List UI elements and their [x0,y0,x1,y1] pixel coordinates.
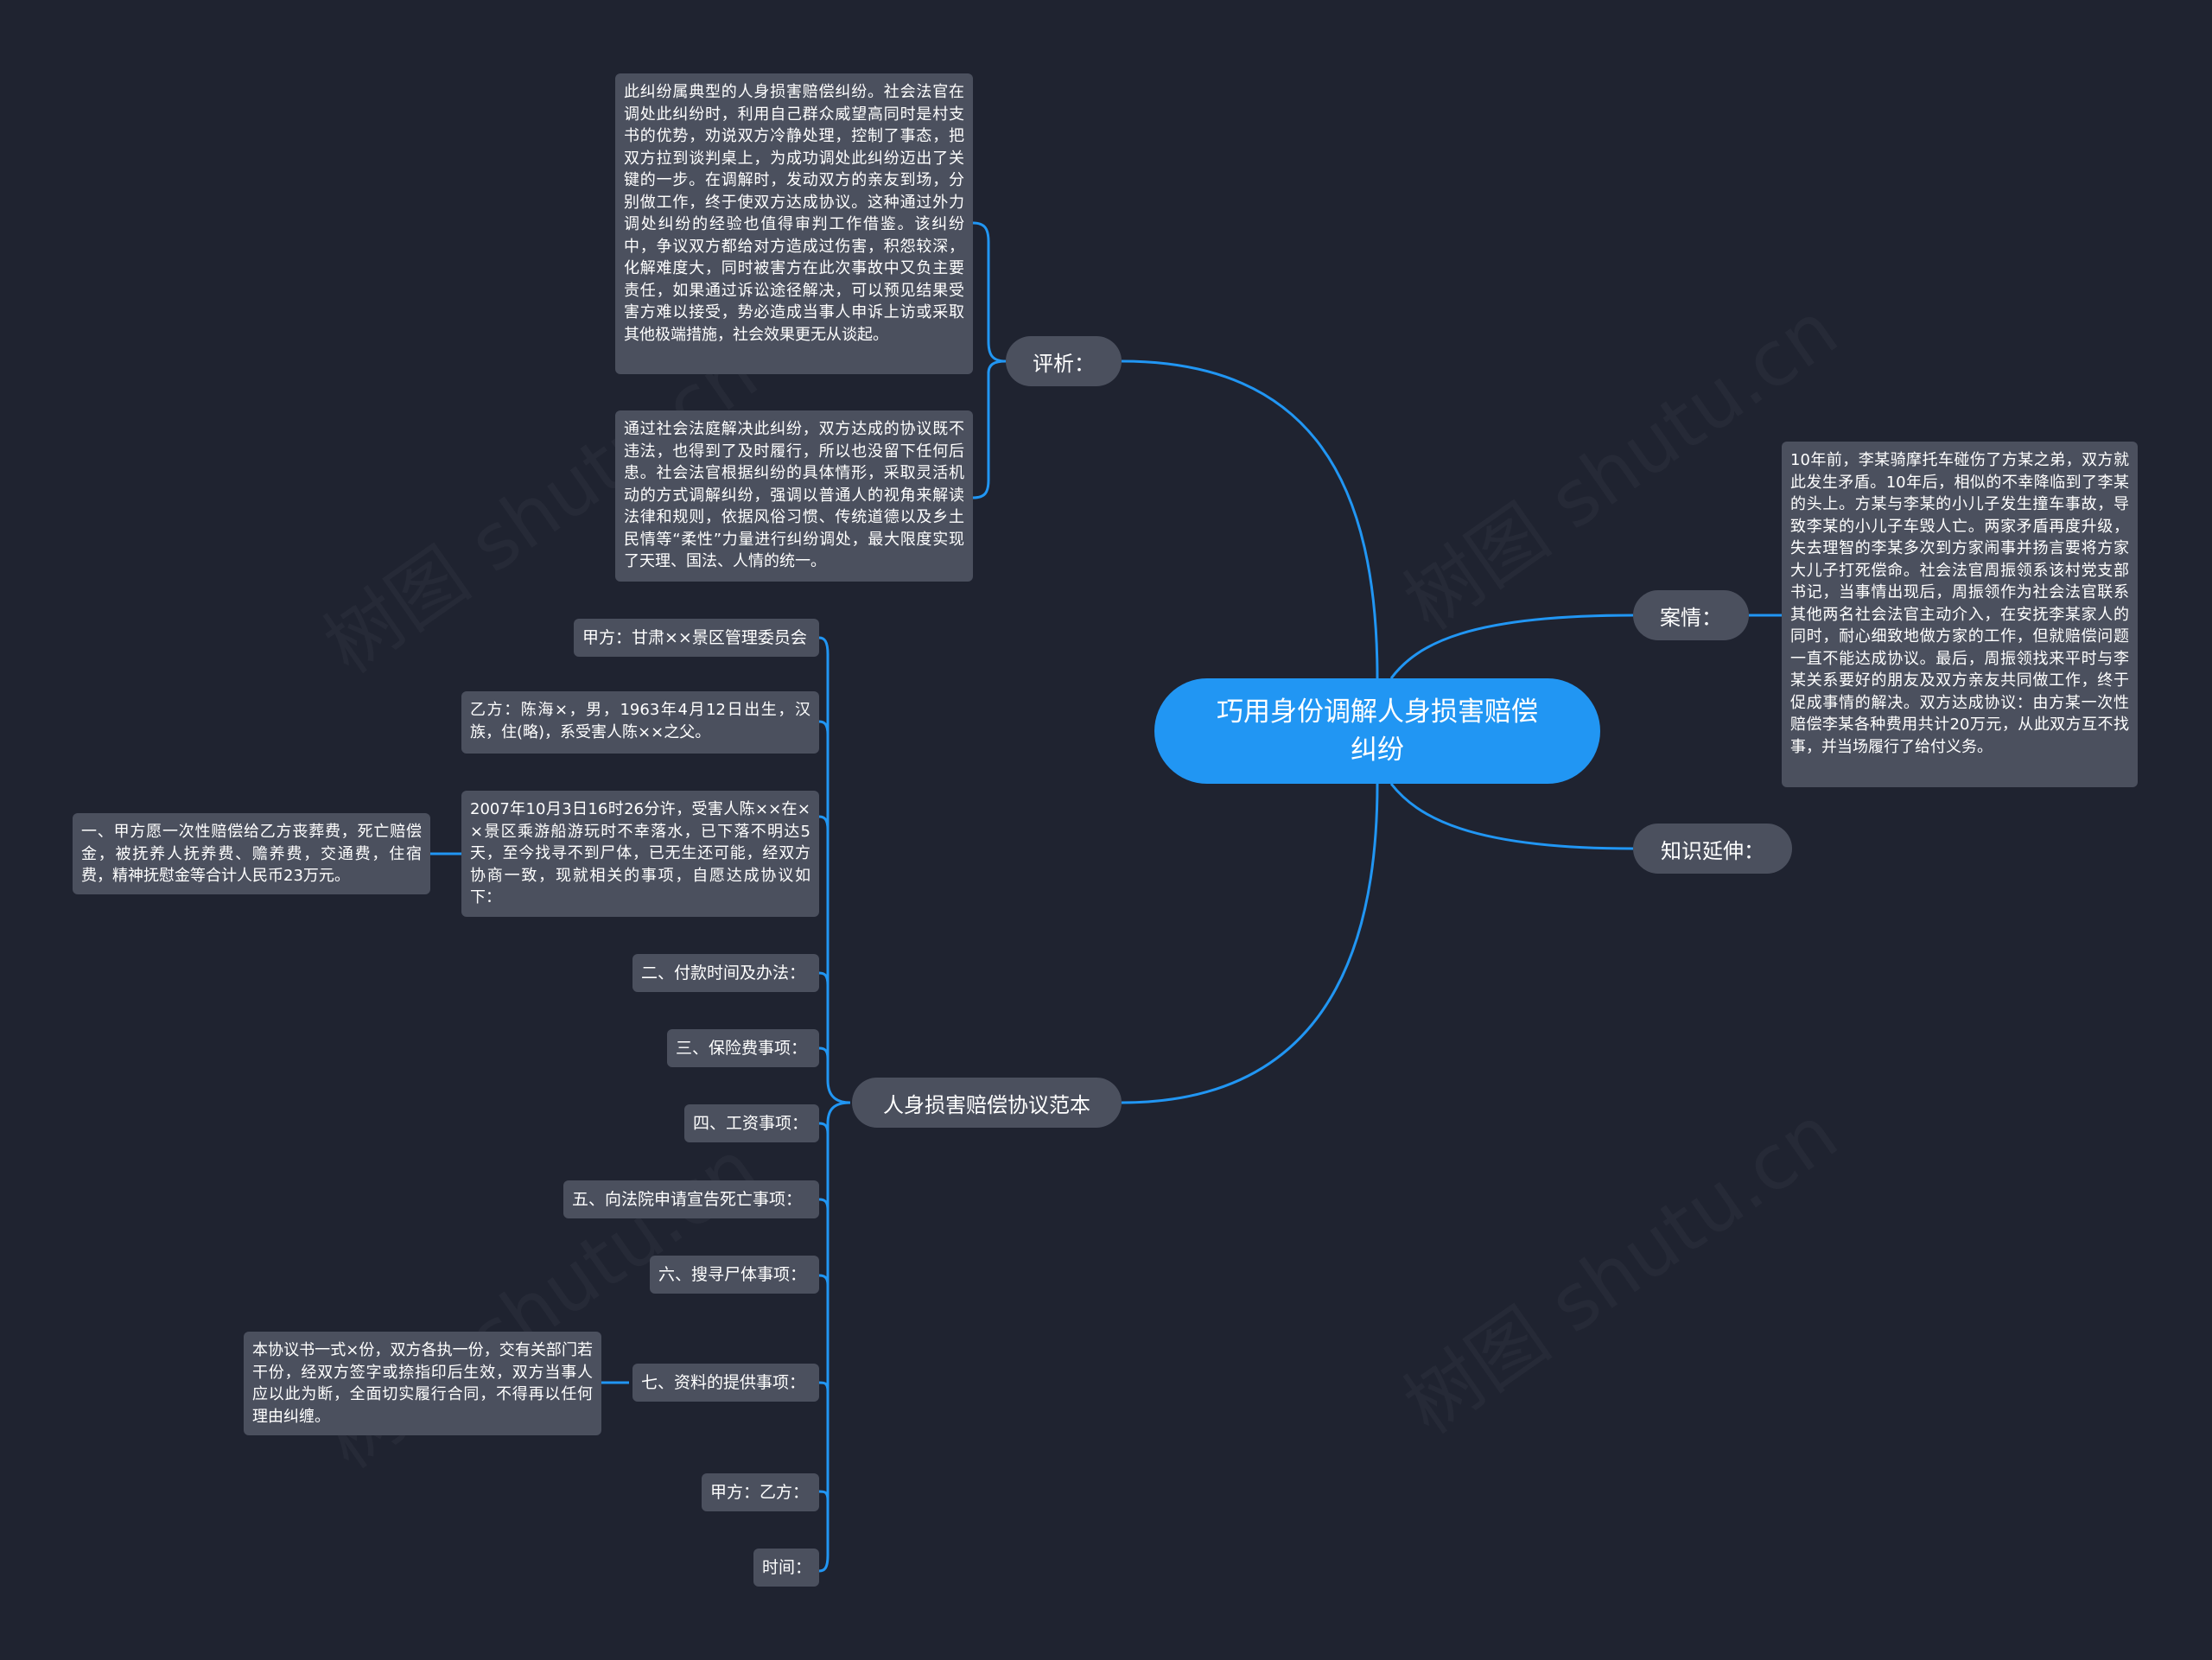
template-item-agreement-intro[interactable]: 2007年10月3日16时26分许，受害人陈××在××景区乘游船游玩时不幸落水，… [461,791,819,917]
branch-analysis[interactable]: 评析： [1006,336,1122,386]
template-item-date[interactable]: 时间： [753,1549,819,1587]
root-topic[interactable]: 巧用身份调解人身损害赔偿纠纷 [1154,678,1600,784]
template-item-party-a[interactable]: 甲方：甘肃××景区管理委员会 [574,619,819,657]
template-item-5[interactable]: 五、向法院申请宣告死亡事项： [563,1180,819,1218]
branch-template[interactable]: 人身损害赔偿协议范本 [852,1078,1122,1128]
template-item-signatures[interactable]: 甲方：乙方： [702,1473,819,1511]
template-item-4[interactable]: 四、工资事项： [684,1104,819,1142]
template-item-party-b[interactable]: 乙方：陈海×，男，1963年4月12日出生，汉族，住(略)，系受害人陈××之父。 [461,691,819,754]
template-item-7[interactable]: 七、资料的提供事项： [632,1364,819,1402]
template-sub-item-7[interactable]: 本协议书一式×份，双方各执一份，交有关部门若干份，经双方签字或捺指印后生效，双方… [244,1332,601,1435]
link-knowledge [1389,783,1634,850]
link-template [1121,783,1379,1104]
link-analysis-bracket [972,221,1007,363]
branch-case[interactable]: 案情： [1633,590,1749,640]
branch-knowledge[interactable]: 知识延伸： [1633,824,1792,874]
template-item-2[interactable]: 二、付款时间及办法： [632,954,819,992]
link-case [1389,614,1634,679]
analysis-paragraph-2[interactable]: 通过社会法庭解决此纠纷，双方达成的协议既不违法，也得到了及时履行，所以也没留下任… [615,410,973,582]
analysis-paragraph-1[interactable]: 此纠纷属典型的人身损害赔偿纠纷。社会法官在调处此纠纷时，利用自己群众威望高同时是… [615,73,973,374]
template-item-6[interactable]: 六、搜寻尸体事项： [650,1256,819,1294]
link-analysis [1121,359,1379,679]
link-template-bracket [818,636,851,1104]
case-paragraph[interactable]: 10年前，李某骑摩托车碰伤了方某之弟，双方就此发生矛盾。10年后，相似的不幸降临… [1782,442,2138,787]
template-item-3[interactable]: 三、保险费事项： [667,1029,819,1067]
template-sub-item-1[interactable]: 一、甲方愿一次性赔偿给乙方丧葬费，死亡赔偿金，被抚养人抚养费、赡养费，交通费，住… [73,813,430,894]
